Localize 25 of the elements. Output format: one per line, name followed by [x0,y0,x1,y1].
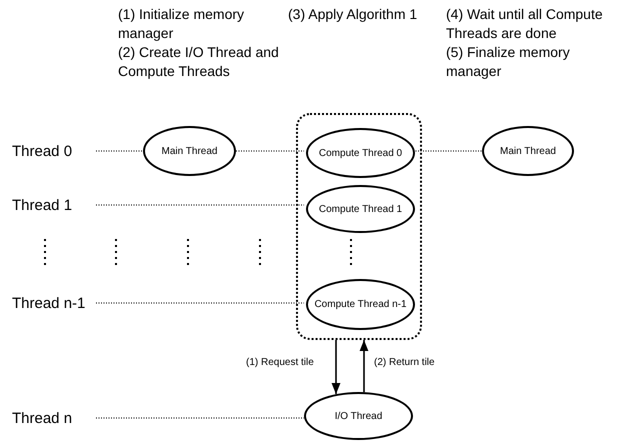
thread-label: Thread 0 [12,140,96,162]
step-note: (3) Apply Algorithm 1 [288,5,418,24]
thread-ellipse: Main Thread [143,126,236,176]
step-note: (4) Wait until all Compute Threads are done [446,5,604,43]
step-note: (5) Finalize memory manager [446,43,571,81]
thread-ellipse: I/O Thread [304,392,413,440]
arrow [360,340,368,392]
thread-label: Thread 1 [12,194,96,216]
step-note: (2) Create I/O Thread and Compute Threads [118,43,280,81]
thread-label: Thread n-1 [12,292,96,314]
thread-ellipse: Compute Thread 0 [306,128,415,178]
edge-label: (2) Return tile [373,357,436,368]
step-note: (1) Initialize memory manager [118,5,246,43]
dotted-line [412,150,482,152]
arrow [332,340,340,394]
dotted-line [96,150,144,152]
dotted-line [236,150,304,152]
thread-label: Thread n [12,407,96,429]
dotted-group-box [296,113,422,340]
dotted-line [96,204,304,206]
thread-ellipse: Main Thread [482,126,574,176]
thread-ellipse: Compute Thread n-1 [306,279,415,330]
edge-label: (1) Request tile [245,357,315,368]
thread-ellipse: Compute Thread 1 [306,185,415,233]
dotted-line [96,302,304,304]
